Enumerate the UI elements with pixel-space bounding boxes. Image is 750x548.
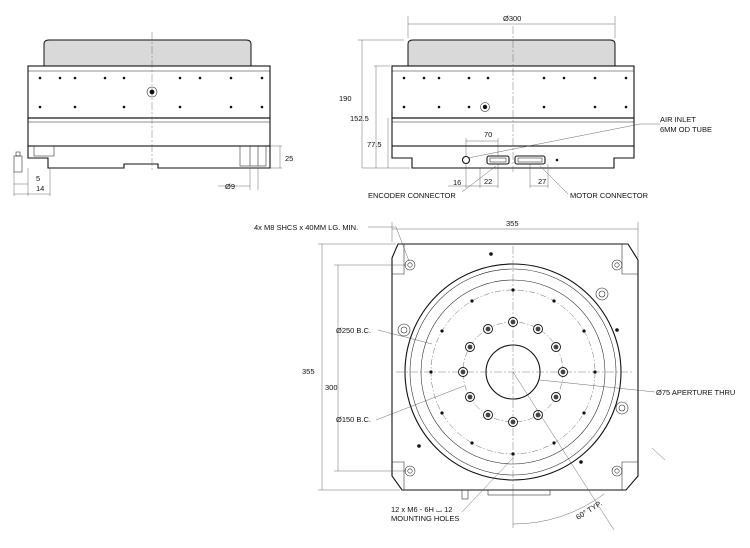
motor-connector xyxy=(514,155,546,165)
dim-190: 190 xyxy=(339,94,352,103)
mounting-holes-spec: 12 x M6 - 6H ⌴ 12 xyxy=(391,505,452,514)
dim-14: 14 xyxy=(36,184,44,193)
bc250-leader xyxy=(377,329,433,345)
left-upper-body xyxy=(27,65,271,119)
left-fitting-top xyxy=(15,151,21,157)
side-boss-lower-right xyxy=(615,401,629,415)
air-inlet-fitting xyxy=(461,155,471,165)
left-lower-body xyxy=(27,117,271,147)
left-dots-row1 xyxy=(38,76,264,80)
corner-hole-tr xyxy=(611,259,623,271)
angle-label: 60° TYP. xyxy=(574,499,603,522)
corner-boss-tr xyxy=(621,243,638,275)
screws-leader xyxy=(368,226,410,262)
corner-boss-tl xyxy=(392,243,405,275)
plan-outer-frame xyxy=(391,243,639,491)
left-dims xyxy=(13,145,282,196)
corner-hole-bl xyxy=(404,465,416,477)
corner-boss-bl xyxy=(392,461,405,490)
air-inlet-tube-label: 6MM OD TUBE xyxy=(660,125,712,134)
right-side-view xyxy=(358,16,660,195)
left-foot-left xyxy=(33,145,55,157)
motor-leader xyxy=(539,165,569,195)
left-foot-right xyxy=(239,145,267,167)
corner-hole-br xyxy=(611,465,623,477)
left-port-outer xyxy=(146,86,158,98)
air-inlet-label: AIR INLET xyxy=(660,115,696,124)
right-dots-row1 xyxy=(402,76,628,80)
motor-connector-label: MOTOR CONNECTOR xyxy=(570,191,649,200)
bottom-fitting xyxy=(461,489,469,500)
dim-h-300: 300 xyxy=(325,383,338,392)
dim-5: 5 xyxy=(36,174,40,183)
mounting-holes-label: MOUNTING HOLES xyxy=(391,514,459,523)
encoder-connector-pins xyxy=(489,157,507,163)
aperture-label: Ø75 APERTURE THRU xyxy=(656,388,735,397)
encoder-leader xyxy=(461,165,497,193)
bc250-holes xyxy=(429,288,597,456)
corner-hole-tl xyxy=(404,259,416,271)
dim-77-5: 77.5 xyxy=(367,140,382,149)
encoder-connector-label: ENCODER CONNECTOR xyxy=(368,191,456,200)
bc150-bolts xyxy=(458,317,568,427)
left-base xyxy=(27,146,271,169)
left-side-view xyxy=(13,32,282,196)
side-boss-left xyxy=(397,323,411,337)
dim-27: 27 xyxy=(538,177,546,186)
aperture-leader xyxy=(539,379,656,393)
dim-h-355: 355 xyxy=(302,367,315,376)
dim-25: 25 xyxy=(285,154,293,163)
left-dots-row2 xyxy=(38,105,264,109)
dim-152-5: 152.5 xyxy=(350,114,369,123)
corner-boss-br xyxy=(621,461,638,490)
mounting-screws-label: 4x M8 SHCS x 40MM LG. MIN. xyxy=(254,223,358,232)
holes-leader xyxy=(461,457,514,513)
right-top-plate xyxy=(407,39,616,67)
right-port-outer xyxy=(480,102,490,112)
bc-150-label: Ø150 B.C. xyxy=(336,415,371,424)
outer-ring-dots xyxy=(417,252,619,464)
encoder-connector xyxy=(486,155,510,165)
left-fitting xyxy=(13,155,23,173)
bc150-leader xyxy=(375,385,465,421)
dim-w-355: 355 xyxy=(506,219,519,228)
left-port xyxy=(149,89,155,95)
right-dims xyxy=(358,16,616,188)
bc-250-label: Ø250 B.C. xyxy=(336,326,371,335)
dim-dia-9: Ø9 xyxy=(225,182,235,191)
plan-view xyxy=(318,222,666,531)
connector-screw xyxy=(555,158,559,162)
motor-connector-pins xyxy=(517,157,543,163)
dim-70: 70 xyxy=(484,130,492,139)
left-top-plate xyxy=(43,39,252,67)
side-boss-right xyxy=(595,287,609,301)
bottom-connector-block xyxy=(487,489,551,496)
air-inlet-leader xyxy=(467,123,660,159)
right-port xyxy=(482,104,488,110)
dim-22: 22 xyxy=(484,177,492,186)
right-dots-row2 xyxy=(402,105,628,109)
dim-16: 16 xyxy=(453,178,461,187)
dim-dia-300: Ø300 xyxy=(503,14,521,23)
